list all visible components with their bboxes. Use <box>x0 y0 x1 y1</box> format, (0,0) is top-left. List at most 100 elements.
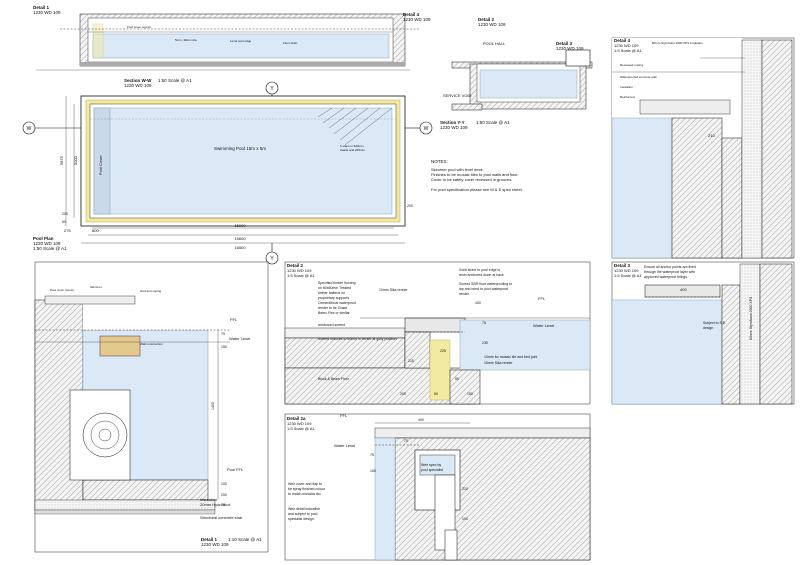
d2-sika: 10mm Sika render <box>379 288 408 292</box>
d1-note-2: Skimmer <box>90 285 102 289</box>
d1-ref: 1230 WD 109 <box>201 542 229 547</box>
section-yy-scale: 1:50 Scale @ A1 <box>476 120 510 125</box>
d2-dim-235: 235 <box>482 341 488 345</box>
d2-water-level: Water Level <box>533 323 554 328</box>
pool-plan-scale: 1:50 Scale @ A1 <box>33 246 67 251</box>
detail3-top-title: Detail 3 <box>556 41 573 46</box>
d1-dim-75b: 75 <box>221 503 225 507</box>
d2-note-7: Betec Flex or similar <box>318 311 351 315</box>
d2-note-4: proprietary supports <box>318 296 349 300</box>
d2-note-3: timber battens on <box>318 291 345 295</box>
section-ww: Pool cover recess 5mm, 30mm dia Level po… <box>33 5 431 88</box>
grid-y-label-bottom: Y <box>270 256 274 262</box>
d2a-dim-70: 70 <box>404 439 408 443</box>
d2a-dim-75: 75 <box>370 453 374 457</box>
dim-50: 50 <box>62 220 66 224</box>
detail4-top-ref: 1230 WD 109 <box>403 17 431 22</box>
dim-200b: 200 <box>407 204 413 208</box>
d3-note-1: Ensure all anchor points are fixed <box>644 265 696 269</box>
section-yy: POOL HALL SERVICE VOID Detail 2 1230 WD … <box>440 17 593 130</box>
d3-note-2: through the waterproof layer with <box>644 270 695 274</box>
section-ww-title: Section W-W <box>124 78 152 83</box>
d2a-dim-100: 100 <box>462 517 468 521</box>
pool-plan-ref: 1230 WD 109 <box>33 241 61 246</box>
notes-line-1: Skimmer pool with level deck. <box>431 167 484 172</box>
dim-275: 275 <box>64 228 71 233</box>
d2-ref: 1230 WD 109 <box>287 268 312 273</box>
d2-block: Block & Beam Floor <box>318 377 350 381</box>
d2a-ffl: FFL <box>340 413 348 418</box>
d3-subject-1: Subject to S.E. <box>703 321 726 325</box>
d2a-title: Detail 2a <box>287 416 306 421</box>
d1-scale: 1:10 Scale @ A1 <box>228 537 262 542</box>
d2a-ref: 1230 WD 109 <box>287 421 312 426</box>
d2-solid-stone-2: resin anchored down at back <box>459 273 504 277</box>
d2-ffl: FFL <box>538 296 546 301</box>
detail4-note-4: Reinforced <box>620 95 635 99</box>
d2-scale: 1:5 Scale @ A1 <box>287 273 315 278</box>
d2-mosaic: 10mm for mosaic tile and bed joint <box>484 355 537 359</box>
d3-scale: 1:5 Scale @ A1 <box>614 273 642 278</box>
d3-ref: 1230 WD 109 <box>614 268 639 273</box>
d2-dim-75: 75 <box>482 321 486 325</box>
d2-screed-sb-3: render. <box>459 292 470 296</box>
svg-text:Pool cover recess: Pool cover recess <box>127 25 151 29</box>
grid-w-label-left: W <box>27 126 32 132</box>
detail4-title: Detail 4 <box>614 38 631 43</box>
d2-dim-215: 215 <box>408 359 414 363</box>
service-void-label: SERVICE VOID <box>443 93 471 98</box>
detail2-top-ref: 1230 WD 109 <box>478 22 506 27</box>
d2-screed-sb-1: Screed SBR floor waterproofing to <box>459 282 512 286</box>
d2-title: Detail 2 <box>287 263 304 268</box>
d2a-weir-cover-2: be spray finished colour <box>288 487 326 491</box>
detail3-panel: Detail 3 1230 WD 109 1:5 Scale @ A1 Ensu… <box>611 261 795 405</box>
d2-solid-stone-1: Solid stone to pool edge is <box>459 268 500 272</box>
section-ww-ref: 1230 WD 109 <box>124 83 152 88</box>
d2-dim-50: 50 <box>455 377 459 381</box>
d1-dim-100: 100 <box>221 482 227 486</box>
notes-line-5: For pool specification please see M & E … <box>431 187 523 192</box>
notes-block: NOTES: Skimmer pool with level deck. Fin… <box>431 159 523 192</box>
detail2a-panel: Detail 2a 1230 WD 109 1:5 Scale @ A1 FFL… <box>284 413 591 561</box>
d1-insulation-1: Insulation <box>200 497 217 502</box>
d2-screed: Screed reduces to 60mm in centre at gull… <box>318 337 397 341</box>
d2-dim-400: 400 <box>475 301 481 305</box>
d2-dim-225: 225 <box>440 349 446 353</box>
d2-dim-200: 200 <box>400 392 406 396</box>
detail1-top-ref: 1230 WD 109 <box>33 10 61 15</box>
pool-hall-label: POOL HALL <box>483 41 506 46</box>
grid-y-label: Y <box>270 86 274 92</box>
dim-15000: 15000 <box>234 223 246 228</box>
svg-text:treads and 200mm: treads and 200mm <box>340 148 366 152</box>
svg-text:Floor drain: Floor drain <box>283 41 298 45</box>
d2a-dim-150: 150 <box>370 469 376 473</box>
pool-cover-label: Pool Cover <box>98 155 103 175</box>
d2a-weir-detail-2: and subject to pool <box>288 512 318 516</box>
d2-note-1: Specified timber flooring <box>318 281 356 285</box>
d2-sika2: 15mm Sika render <box>484 361 513 365</box>
d1-dim-75a: 75 <box>221 332 225 336</box>
d2a-weir-spec-2: pool specialist <box>421 468 443 472</box>
d1-note-4: Wall construction <box>140 342 163 346</box>
d2a-weir-detail-3: specialist design. <box>288 517 315 521</box>
dim-200a: 200 <box>62 212 68 216</box>
d1-water-level: Water Level <box>229 336 250 341</box>
section-ww-scale: 1:50 Scale @ A1 <box>158 78 192 83</box>
d2-reinforced: reinforced screed <box>318 323 345 327</box>
dim-800: 800 <box>92 228 99 233</box>
d3-note-3: approved waterproof fixings. <box>644 275 688 279</box>
d1-note-1: Pool cover recess <box>50 288 74 292</box>
detail4-side-note: 80mm Styrofoam 2500 XPS insulation <box>652 41 703 45</box>
detail1-top-title: Detail 1 <box>33 5 50 10</box>
d3-title: Detail 3 <box>614 263 631 268</box>
d2a-weir-cover-1: Weir cover and flap to <box>288 482 322 486</box>
d2-note-2: on 50x50mm Treated <box>318 286 351 290</box>
d1-dim-1400: 1400 <box>211 402 215 410</box>
svg-text:5mm, 30mm dia: 5mm, 30mm dia <box>175 38 197 42</box>
detail4-note-1: Recessed nosing <box>620 63 643 67</box>
d2a-scale: 1:5 Scale @ A1 <box>287 426 315 431</box>
d2a-weir-spec-1: Weir spec by <box>421 463 441 467</box>
detail2-top-title: Detail 2 <box>478 17 495 22</box>
detail4-note-2: Waterproofed concrete wall <box>620 75 657 79</box>
